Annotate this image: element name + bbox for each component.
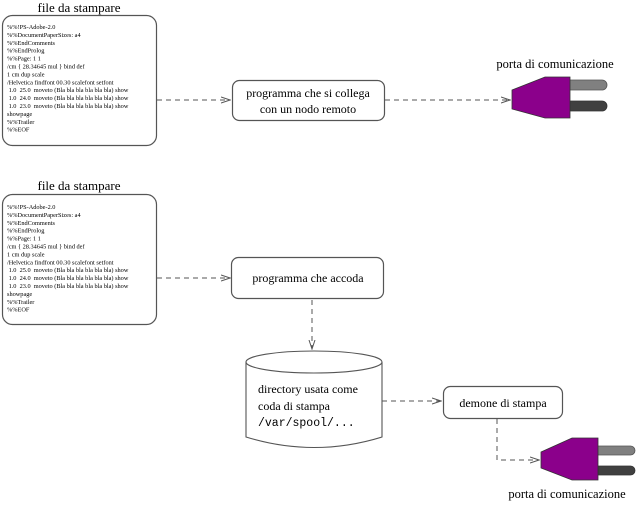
file-line: %%EndComments xyxy=(7,40,55,47)
file-line: %%EOF xyxy=(7,127,30,134)
file-line: 1.0 23.0 moveto (Bla bla bla bla bla bla… xyxy=(7,103,129,110)
top-plug-prong-upper xyxy=(564,79,608,91)
file-line: %%EndProlog xyxy=(7,48,45,55)
bottom-file-content: %%!PS-Adobe-2.0%%DocumentPaperSizes: a4%… xyxy=(7,204,129,314)
bottom-program-label: programma che accoda xyxy=(252,271,364,285)
bottom-plug-prong-upper xyxy=(593,445,636,456)
file-line: %%EndProlog xyxy=(7,228,45,235)
bottom-file-title: file da stampare xyxy=(37,178,120,193)
file-line: 1.0 24.0 moveto (Bla bla bla bla bla bla… xyxy=(7,95,129,102)
directory-cylinder xyxy=(245,350,383,449)
daemon-label: demone di stampa xyxy=(459,396,547,410)
top-file-box xyxy=(1,14,158,147)
top-plug-body xyxy=(511,76,571,119)
top-program-line-2: con un nodo remoto xyxy=(260,102,356,116)
file-line: %%DocumentPaperSizes: a4 xyxy=(7,32,81,39)
file-line: %%Trailer xyxy=(7,299,35,306)
daemon-box xyxy=(442,385,564,420)
directory-cylinder-body xyxy=(245,362,383,449)
bottom-plug-prong-lower xyxy=(593,465,636,476)
top-file-content: %%!PS-Adobe-2.0%%DocumentPaperSizes: a4%… xyxy=(7,24,129,134)
bottom-arrow-daemon-to-port xyxy=(496,419,539,460)
top-port-label: porta di comunicazione xyxy=(496,57,614,71)
directory-line-1: directory usata come xyxy=(258,382,358,396)
file-line: 1.0 23.0 moveto (Bla bla bla bla bla bla… xyxy=(7,283,129,290)
file-line: /Helvetica findfont 00.30 scalefont setf… xyxy=(7,259,114,266)
file-line: %%EndComments xyxy=(7,220,55,227)
file-line: 1.0 24.0 moveto (Bla bla bla bla bla bla… xyxy=(7,275,129,282)
file-line: 1.0 25.0 moveto (Bla bla bla bla bla bla… xyxy=(7,87,129,94)
file-line: %%EOF xyxy=(7,307,30,314)
bottom-port-label: porta di comunicazione xyxy=(508,487,626,501)
directory-line-2: coda di stampa xyxy=(258,399,331,413)
bottom-program-box xyxy=(230,256,385,300)
file-line: showpage xyxy=(7,291,32,298)
top-file-title: file da stampare xyxy=(37,0,120,15)
bottom-file-box xyxy=(1,193,158,326)
directory-cylinder-top xyxy=(245,350,383,374)
file-line: %%Trailer xyxy=(7,119,35,126)
top-plug-icon xyxy=(511,76,608,119)
file-line: /Helvetica findfont 00.30 scalefont setf… xyxy=(7,79,114,86)
top-plug-prong-lower xyxy=(564,100,608,112)
file-line: /cm { 28.34645 mul } bind def xyxy=(7,244,85,251)
file-line: %%Page: 1 1 xyxy=(7,236,41,243)
top-program-box xyxy=(231,79,386,122)
directory-path: /var/spool/... xyxy=(258,417,355,430)
file-line: /cm { 28.34645 mul } bind def xyxy=(7,64,85,71)
file-line: showpage xyxy=(7,111,32,118)
file-line: %%!PS-Adobe-2.0 xyxy=(7,204,55,211)
file-line: %%!PS-Adobe-2.0 xyxy=(7,24,55,31)
bottom-plug-icon xyxy=(540,437,636,481)
file-line: 1 cm dup scale xyxy=(7,71,45,78)
top-program-line-1: programma che si collega xyxy=(246,86,370,100)
file-line: 1 cm dup scale xyxy=(7,251,45,258)
bottom-plug-body xyxy=(540,437,599,481)
file-line: %%Page: 1 1 xyxy=(7,56,41,63)
file-line: %%DocumentPaperSizes: a4 xyxy=(7,212,81,219)
file-line: 1.0 25.0 moveto (Bla bla bla bla bla bla… xyxy=(7,267,129,274)
